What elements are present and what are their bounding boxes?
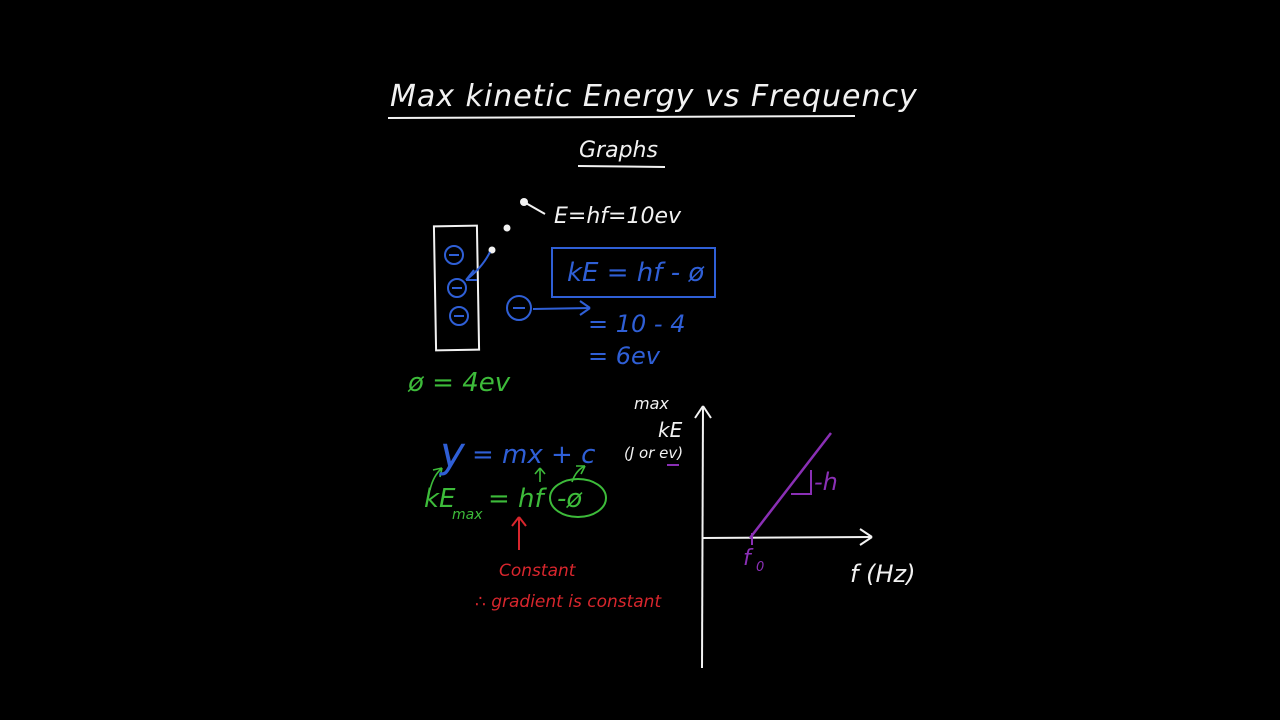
gradient-triangle xyxy=(791,470,812,495)
photon-dot-3 xyxy=(488,246,496,254)
photon-dot-2 xyxy=(503,224,511,232)
mx-plus-c: = mx + c xyxy=(472,440,596,470)
photon-energy-label: E=hf=10ev xyxy=(554,204,682,229)
emitted-electron xyxy=(506,295,532,321)
x-axis-label: f (Hz) xyxy=(850,560,916,588)
electron-2 xyxy=(447,278,467,298)
ke-symbol: kE xyxy=(424,484,456,514)
metal-plate xyxy=(432,224,481,352)
phi-circle xyxy=(549,478,607,518)
y-symbol: y xyxy=(440,428,465,477)
photon-pointer-line xyxy=(523,201,546,215)
title-underline xyxy=(387,115,856,119)
hf-term: = hf xyxy=(488,484,544,514)
work-function-label: ø = 4ev xyxy=(408,368,511,398)
slope-label: -h xyxy=(814,468,838,496)
equation-box xyxy=(551,247,716,298)
y-axis-label-units: (J or ev) xyxy=(624,444,684,462)
equation-step-1: = 10 - 4 xyxy=(588,310,686,338)
electron-1 xyxy=(444,245,464,265)
ke-max-subscript: max xyxy=(452,507,483,523)
y-axis-label-ke: kE xyxy=(658,418,683,442)
emitted-electron-arrow xyxy=(532,307,591,310)
arrow-y-to-ke xyxy=(429,467,443,491)
page-subtitle: Graphs xyxy=(579,138,658,163)
x-axis xyxy=(701,536,873,539)
subtitle-underline xyxy=(577,165,666,168)
equation-step-2: = 6ev xyxy=(588,342,660,370)
gradient-note: ∴ gradient is constant xyxy=(475,592,662,612)
constant-note: Constant xyxy=(499,561,576,581)
ke-frequency-line xyxy=(749,432,832,539)
page-title: Max kinetic Energy vs Frequency xyxy=(390,79,918,114)
boxed-equation: kE = hf - ø xyxy=(567,258,705,288)
electron-3 xyxy=(449,306,469,326)
circled-phi-term: -ø xyxy=(557,484,583,514)
threshold-f: f xyxy=(743,546,751,571)
threshold-subscript: 0 xyxy=(756,560,765,575)
y-axis-label-max: max xyxy=(634,394,669,413)
